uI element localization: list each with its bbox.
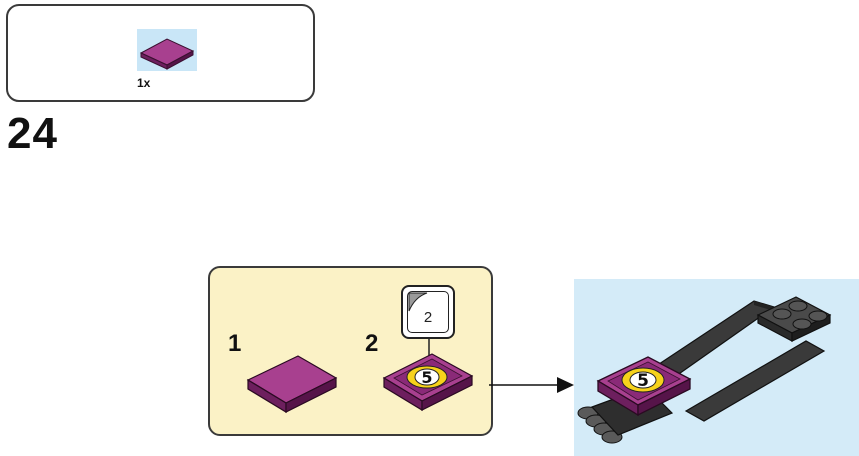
part-quantity: 1x <box>137 76 151 90</box>
plain-tile-icon <box>246 355 338 414</box>
step-number: 24 <box>7 109 58 158</box>
rear-bracket <box>756 296 832 342</box>
result-tile-print-number: 5 <box>637 371 649 391</box>
result-assembly-drawing: 5 <box>577 296 832 444</box>
magenta-tile-icon <box>139 38 195 70</box>
sub-assembly-panel: 1 2 5 2 <box>208 266 493 436</box>
sled-rails <box>642 300 826 422</box>
sub-step-number-2: 2 <box>365 330 379 357</box>
printed-tile-icon: 5 <box>382 353 474 412</box>
parts-list-box: 1x <box>6 4 315 102</box>
sticker-number: 2 <box>423 309 433 326</box>
result-printed-tile: 5 <box>596 356 692 417</box>
sticker-reference: 2 <box>401 285 455 339</box>
sub-assembly-drawing: 5 <box>246 336 474 414</box>
part-thumbnail <box>137 29 197 71</box>
arrow-right-icon <box>489 377 574 393</box>
sub-step-number-1: 1 <box>228 330 242 357</box>
sticker-curl-icon <box>408 292 428 312</box>
tile-print-number: 5 <box>421 368 432 387</box>
